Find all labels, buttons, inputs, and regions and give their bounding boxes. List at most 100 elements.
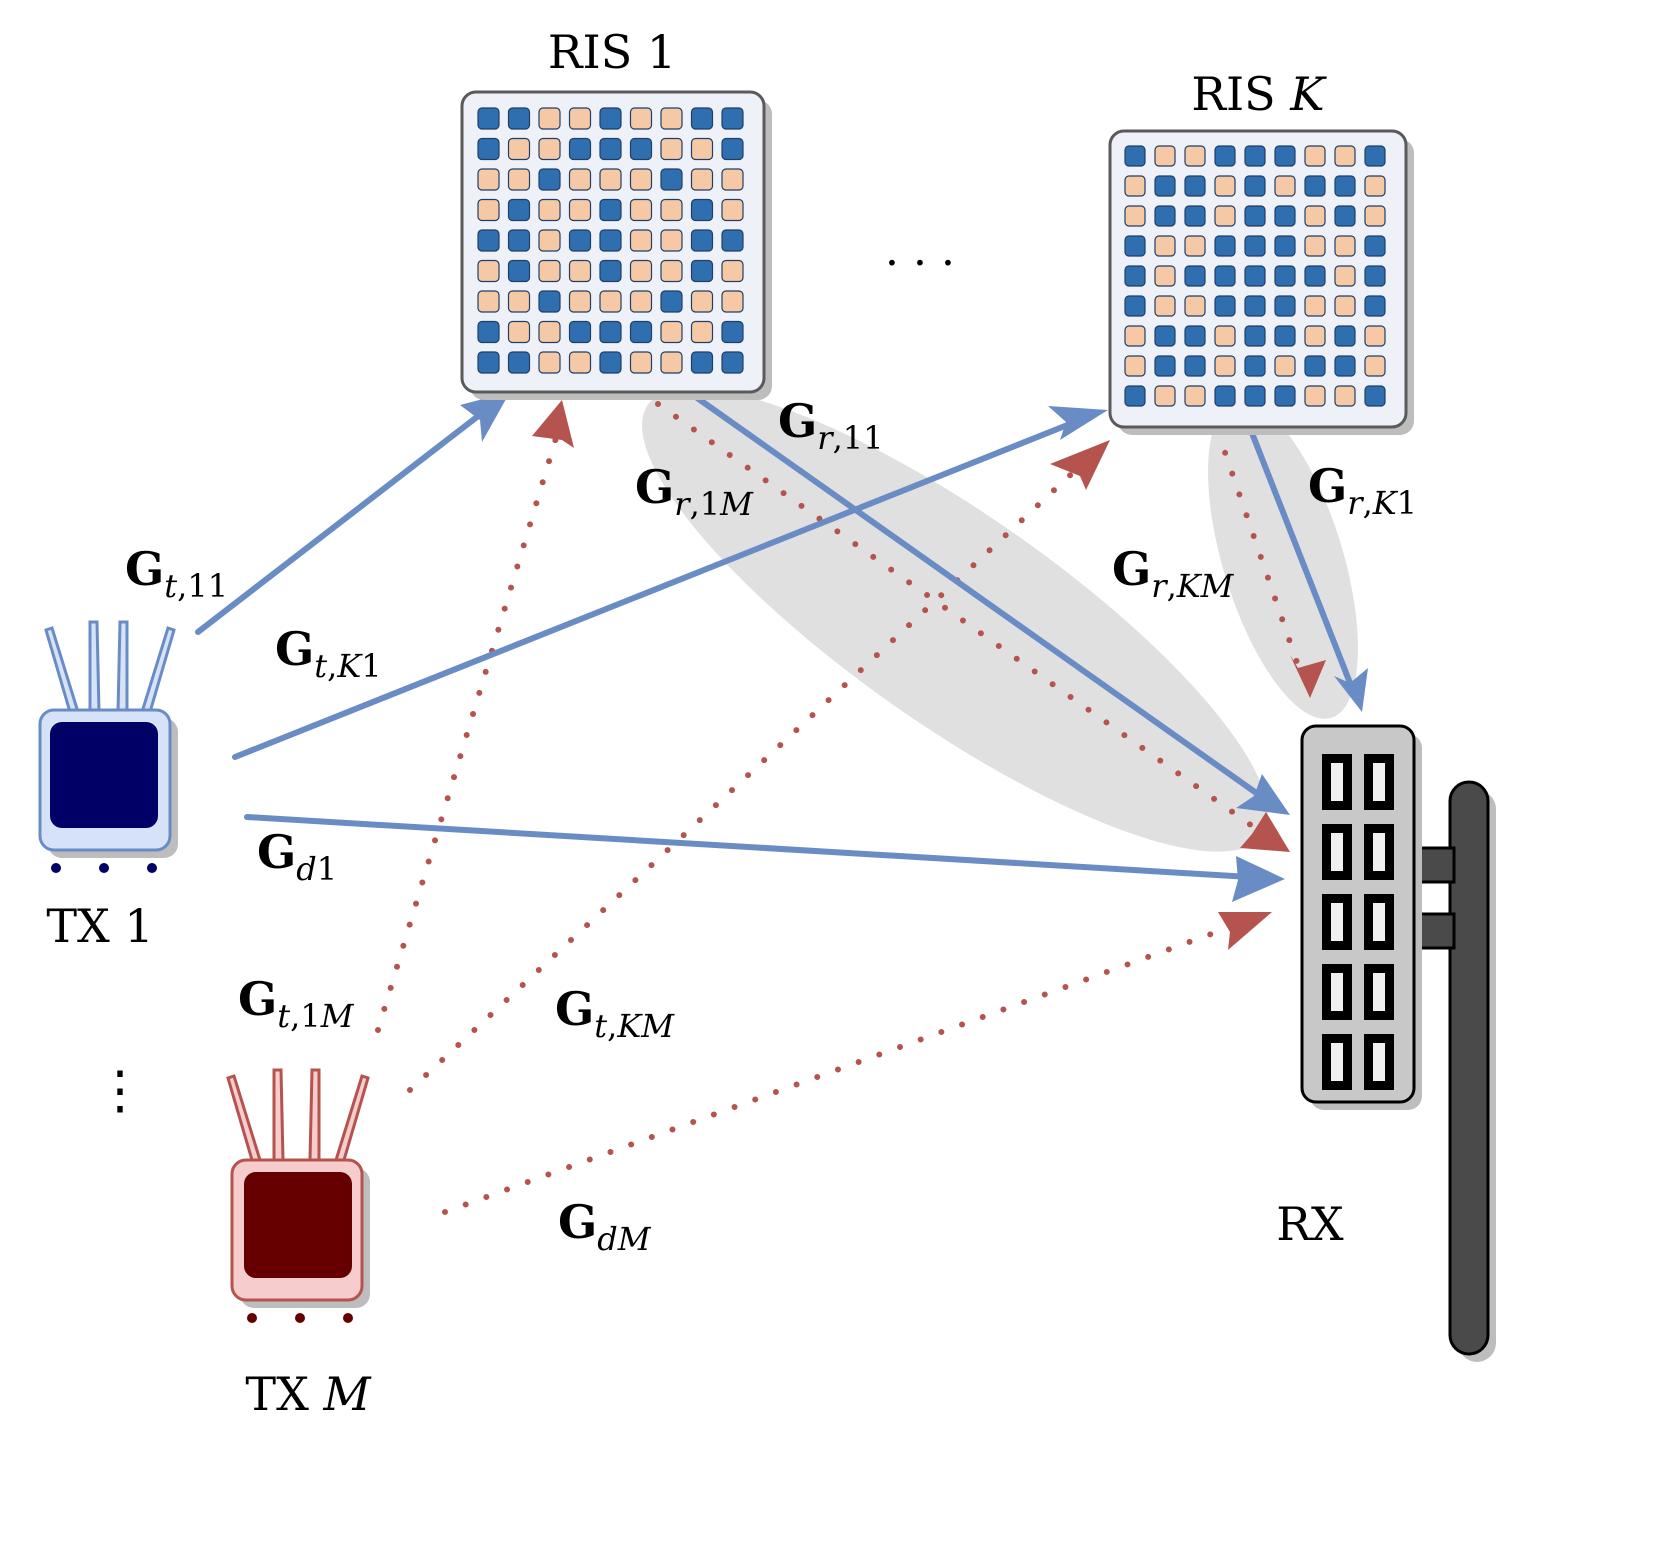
ris-element [1364, 205, 1386, 227]
rx-antenna-slot [1331, 763, 1343, 801]
ris-element [690, 229, 714, 252]
ris-element [1334, 175, 1356, 197]
ris-element [538, 351, 561, 374]
ris-element [1244, 145, 1266, 167]
ris-element [1124, 175, 1146, 197]
ris-element [1184, 205, 1206, 227]
arrowhead-gr11 [1236, 774, 1290, 815]
ris-element [599, 168, 622, 191]
rx-pole-icon [1408, 780, 1496, 1362]
ris-element [629, 107, 653, 130]
ris-element [1184, 295, 1206, 317]
ris-element [538, 137, 561, 161]
arrowhead-gd1 [1232, 856, 1285, 902]
ris-element [1364, 235, 1386, 257]
ris-element [599, 198, 622, 222]
ris-element [1244, 295, 1266, 317]
label-gd1: Gd1 [257, 825, 337, 888]
ris-element [1244, 235, 1266, 257]
ris-element [660, 351, 683, 374]
link-gd1 [244, 814, 1253, 880]
channel-labels: Gt,11 Gt,K1 Gd1 Gr,11 Gr,1M Gr,KM Gr,K1 … [125, 394, 1417, 1258]
ris-element [507, 107, 531, 130]
ris-element [1124, 385, 1146, 407]
arrowhead-grkm [1290, 655, 1326, 698]
label-gt11: Gt,11 [125, 542, 228, 605]
link-grkm [1215, 429, 1306, 683]
ris-element [1274, 355, 1296, 377]
ris-element [1214, 295, 1236, 317]
ris-element [599, 351, 622, 374]
ris-element [477, 198, 500, 222]
ris-element [1274, 175, 1296, 197]
ris-element [477, 168, 500, 191]
arrowhead-grk1 [1334, 668, 1368, 712]
arrowhead-gr1m [1240, 812, 1290, 852]
ris-element [690, 259, 714, 283]
risk-panel[interactable] [1108, 129, 1414, 435]
ris-element [1214, 385, 1236, 407]
ris-element [599, 259, 622, 283]
rx-device[interactable] [1300, 724, 1496, 1362]
ris-element [538, 168, 561, 191]
rx-antenna-slot [1373, 973, 1385, 1011]
label-gr1m: Gr,1M [635, 460, 754, 523]
ris-element [599, 320, 622, 344]
ris-element [1184, 355, 1206, 377]
ris-element [1154, 355, 1176, 377]
tx1-label: TX 1 [46, 899, 153, 953]
ris-element [1184, 385, 1206, 407]
ris-element [1154, 385, 1176, 407]
ris-element [538, 229, 561, 252]
ris-element [1244, 265, 1266, 287]
arrowhead-gt11 [460, 392, 510, 442]
ris-element [629, 259, 653, 283]
ris-element [1214, 175, 1236, 197]
ris-element [1154, 205, 1176, 227]
ris-element [507, 137, 531, 161]
txm-links [375, 401, 1306, 1215]
ris-element [1214, 235, 1236, 257]
ris-element [721, 259, 744, 283]
rx-antenna-slot [1331, 1043, 1343, 1081]
ris-element [629, 198, 653, 222]
ris-element [568, 107, 592, 130]
label-gdm: GdM [558, 1195, 652, 1258]
ris-element [660, 168, 683, 191]
ris-element [477, 229, 500, 252]
ris-element [1364, 295, 1386, 317]
ris-element [1304, 205, 1326, 227]
ris-element [721, 290, 744, 313]
ris-element [599, 107, 622, 130]
ris-element [1214, 325, 1236, 347]
risk-element-grid [1124, 145, 1386, 407]
txm-arrowheads [532, 400, 1326, 950]
ris1-element-grid [477, 107, 744, 374]
ris-element [660, 137, 683, 161]
ris-element [1124, 325, 1146, 347]
ris-element [538, 259, 561, 283]
ris-element [721, 198, 744, 222]
ris-element [599, 137, 622, 161]
ris-element [1184, 235, 1206, 257]
ris-element [629, 320, 653, 344]
ris-element [477, 259, 500, 283]
link-gdm [442, 917, 1253, 1215]
link-gt1m [375, 415, 565, 1033]
ris-element [507, 351, 531, 374]
ris-element [1154, 325, 1176, 347]
ris-element [507, 290, 531, 313]
ris-element [721, 320, 744, 344]
ris-element [721, 137, 744, 161]
ris-element [1244, 385, 1266, 407]
ris1-panel[interactable] [460, 90, 772, 400]
txm-device[interactable] [226, 1068, 370, 1323]
ris-element [568, 259, 592, 283]
ris-element [1214, 355, 1236, 377]
ris-element [507, 320, 531, 344]
tx1-device[interactable] [38, 620, 178, 873]
ris-element [690, 137, 714, 161]
ris-element [477, 290, 500, 313]
ris-element [1244, 355, 1266, 377]
